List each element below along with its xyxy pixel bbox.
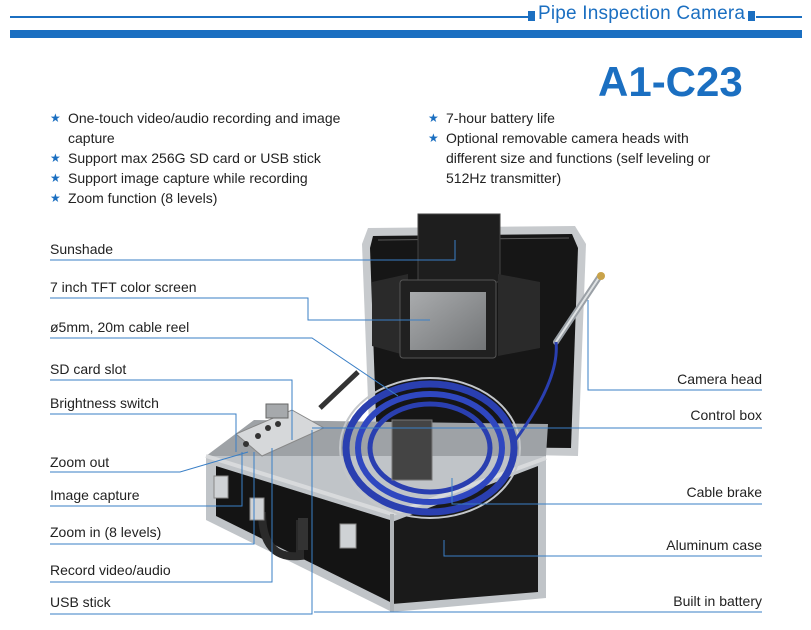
callout-zoom-out [50,451,249,473]
callout-image-capture [50,452,243,507]
feature-item: ★Support max 256G SD card or USB stick [50,150,321,166]
header-marker-right [748,11,755,21]
label-zoom-in: Zoom in (8 levels) [50,524,162,540]
label-image-capture: Image capture [50,487,140,503]
sunshade [372,213,540,356]
feature-item: ★Optional removable camera heads with di… [428,130,711,186]
monitor [399,279,497,359]
callout-usb [50,430,313,615]
callout-record [50,448,273,583]
label-record: Record video/audio [50,562,171,578]
star-icon: ★ [50,151,61,165]
header-rule [10,16,530,18]
label-usb: USB stick [50,594,111,610]
model-number: A1-C23 [598,58,743,105]
callout-zoom-in [50,452,255,545]
label-sunshade: Sunshade [50,241,114,257]
callout-cable-brake [451,478,762,505]
label-cable-reel: ø5mm, 20m cable reel [50,319,190,335]
star-icon: ★ [50,111,61,125]
page-title: Pipe Inspection Camera [538,3,746,24]
header-marker [528,11,535,21]
callout-sunshade [50,240,456,261]
feature-list-left: ★One-touch video/audio recording and ima… [50,108,370,208]
feature-item: ★Support image capture while recording [50,170,308,186]
callout-camera-head [587,300,762,391]
header-band [10,30,802,38]
callout-sd-slot [50,379,293,440]
callout-brightness [50,413,237,452]
star-icon: ★ [428,111,439,125]
callout-screen [50,297,430,321]
label-battery: Built in battery [673,593,762,609]
star-icon: ★ [428,131,439,145]
lid-support [318,370,360,410]
header-rule-right [756,16,802,18]
label-screen: 7 inch TFT color screen [50,279,197,295]
label-zoom-out: Zoom out [50,454,110,470]
star-icon: ★ [50,191,61,205]
cable-reel [339,341,558,519]
feature-item: ★7-hour battery life [428,110,555,126]
feature-list-right: ★7-hour battery life ★Optional removable… [428,108,728,188]
label-control-box: Control box [690,407,762,423]
label-cable-brake: Cable brake [686,484,763,500]
callout-aluminum-case [443,540,762,557]
feature-item: ★One-touch video/audio recording and ima… [50,110,341,146]
feature-item: ★Zoom function (8 levels) [50,190,218,206]
label-aluminum-case: Aluminum case [666,537,762,553]
label-sd-slot: SD card slot [50,361,127,377]
camera-rod [553,272,605,345]
star-icon: ★ [50,171,61,185]
callout-cable-reel [50,337,399,397]
label-camera-head: Camera head [677,371,762,387]
label-brightness: Brightness switch [50,395,159,411]
